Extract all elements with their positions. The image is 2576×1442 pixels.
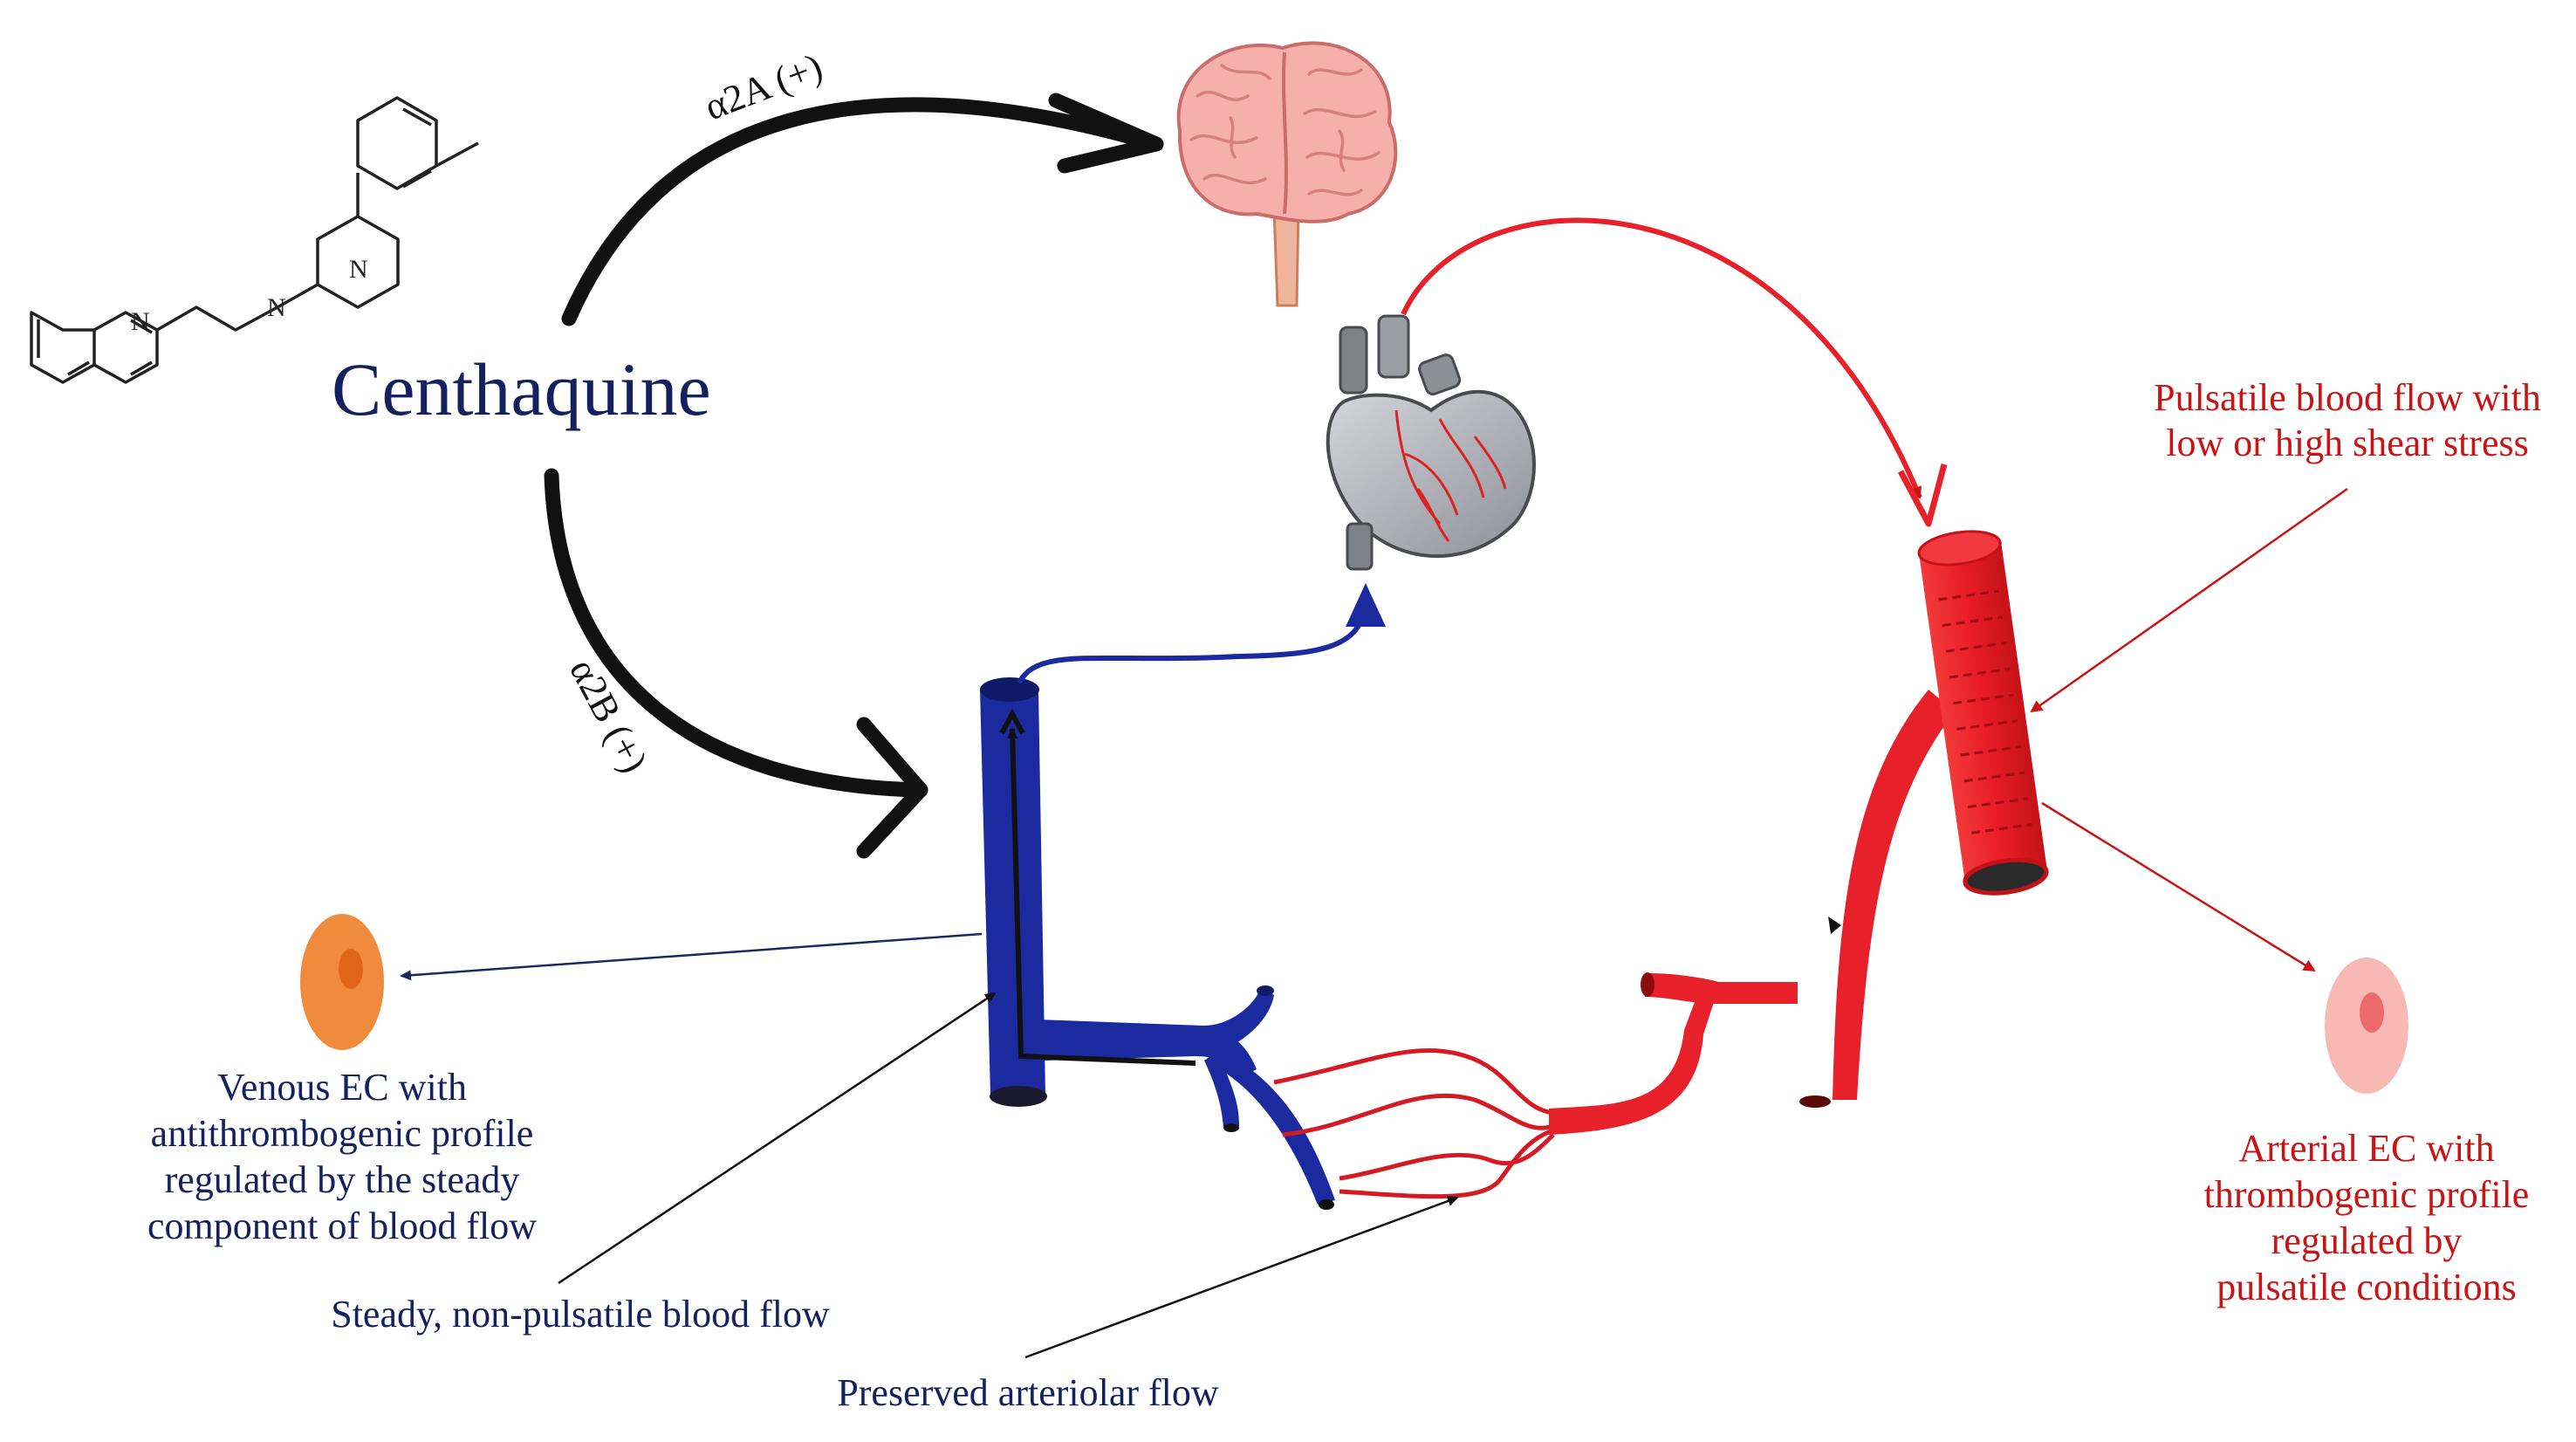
arterial-ec-line-1: Arterial EC with: [2238, 1127, 2494, 1170]
vein-icon: [980, 677, 1335, 1210]
heart-icon: [1326, 314, 1536, 571]
venous-ec-line-3: regulated by the steady: [165, 1158, 520, 1201]
piperazine-n2-label: N: [349, 255, 368, 284]
molecule-atom-labels: N N N: [131, 255, 368, 336]
pulsatile-line-1: Pulsatile blood flow with: [2154, 376, 2541, 419]
arterial-ec-line-3: regulated by: [2271, 1219, 2463, 1262]
centhaquine-structure: [30, 96, 479, 384]
heart-to-artery-arrowhead: [1897, 464, 1948, 527]
alpha2b-label: α2B (+): [561, 652, 656, 779]
quinoline-n-label: N: [131, 307, 150, 336]
pulsatile-line-2: low or high shear stress: [2166, 422, 2529, 464]
venous-ec-line-4: component of blood flow: [147, 1205, 537, 1247]
heart-to-artery-arrow: [1401, 217, 1922, 499]
pulsatile-annotation: Pulsatile blood flow with low or high sh…: [2154, 376, 2541, 464]
arteriolar-flow-pointer: [1024, 1196, 1459, 1359]
steady-flow-label: Steady, non-pulsatile blood flow: [331, 1293, 830, 1336]
artery-to-arterial-ec-line: [2041, 801, 2316, 972]
venous-ec-annotation: Venous EC with antithrombogenic profile …: [147, 1066, 537, 1247]
vein-to-venous-ec-line: [400, 932, 983, 981]
vein-to-heart-arrowhead: [1346, 583, 1386, 627]
arterial-ec-annotation: Arterial EC with thrombogenic profile re…: [2204, 1127, 2530, 1308]
arterial-ec-line-2: thrombogenic profile: [2204, 1173, 2530, 1216]
piperazine-n1-label: N: [267, 293, 286, 322]
artery-icon: [1549, 530, 2049, 1135]
venous-ec-line-1: Venous EC with: [217, 1066, 467, 1109]
capillary-bed-icon: [1273, 1047, 1555, 1199]
brain-icon: [1176, 41, 1398, 307]
venous-ec-cell-icon: [300, 914, 384, 1050]
arterial-ec-cell-icon: [2325, 958, 2408, 1094]
molecule-name: Centhaquine: [332, 347, 711, 431]
pulsatile-pointer: [2030, 487, 2348, 713]
steady-flow-pointer: [558, 992, 997, 1285]
vein-to-heart-arrow: [1017, 601, 1368, 684]
alpha2b-arrow: [544, 468, 928, 859]
venous-ec-line-2: antithrombogenic profile: [151, 1112, 534, 1155]
alpha2a-arrow: [561, 93, 1164, 326]
arteriolar-flow-label: Preserved arteriolar flow: [837, 1371, 1219, 1414]
arterial-ec-line-4: pulsatile conditions: [2216, 1266, 2516, 1308]
